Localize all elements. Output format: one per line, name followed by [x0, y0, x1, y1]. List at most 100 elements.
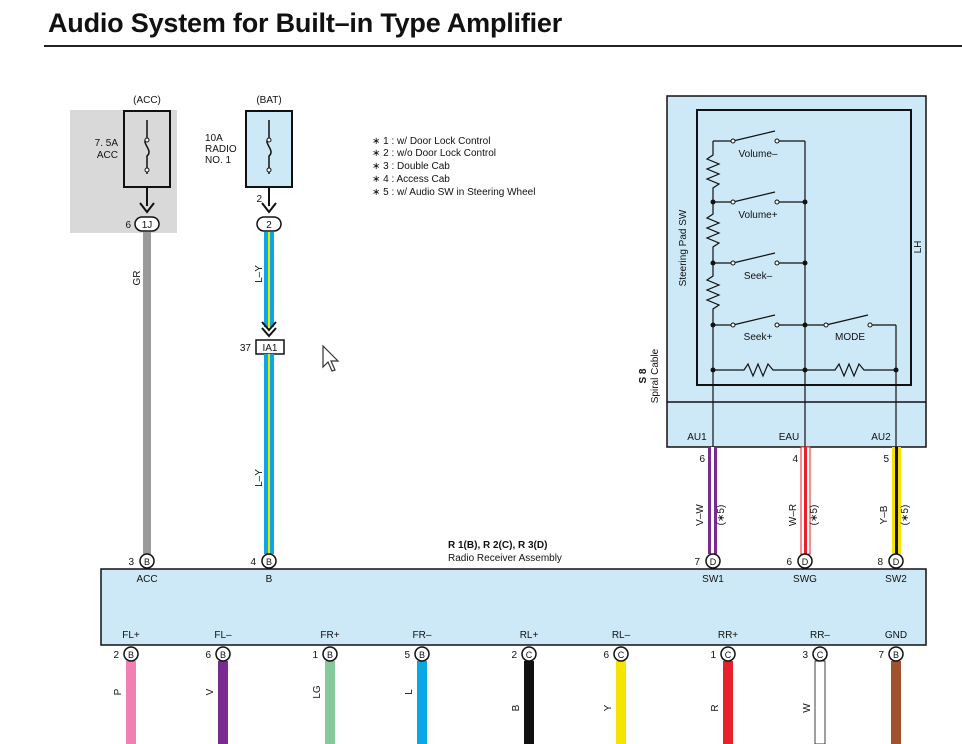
pin-label: B: [266, 574, 273, 585]
switch-contact-icon: [730, 322, 736, 328]
yb-wire-label: Y–B: [879, 505, 890, 524]
switch-network: [705, 130, 897, 447]
junction-dot-icon: [710, 322, 716, 328]
pin-num: 2: [113, 650, 119, 661]
ly-lower-label: L–Y: [254, 469, 265, 487]
pin-circle: [123, 646, 139, 662]
pin-circle: [261, 553, 277, 569]
pin-circle: [812, 646, 828, 662]
junction-dot-icon: [710, 199, 716, 205]
pin-label: FL–: [214, 630, 232, 641]
pin-conn: C: [618, 650, 625, 660]
radio-top-pins: B 3 ACC B 4 B D 7 SW1 D 6 SWG D 8 SW2: [128, 553, 907, 585]
acc-source-label: (ACC): [133, 95, 161, 106]
pin-conn: C: [526, 650, 533, 660]
bat-arrow-icon: [261, 202, 277, 214]
terminal-au2-label: AU2: [871, 432, 891, 443]
wire-w: [814, 660, 826, 744]
terminal-eau-pin: 4: [792, 454, 798, 465]
pin-num: 6: [205, 650, 211, 661]
junction-dot-icon: [710, 367, 716, 373]
speaker-pin: FL+ B 2 P: [113, 630, 140, 744]
pin-conn: B: [327, 650, 333, 660]
pin-conn: B: [419, 650, 425, 660]
pin-num: 7: [878, 650, 884, 661]
pin-label: RR–: [810, 630, 830, 641]
ia1-double-arrow-icon: [261, 321, 277, 338]
pin-conn: B: [144, 557, 150, 567]
lh-label: LH: [913, 241, 924, 254]
wire-b: [524, 661, 534, 744]
bat-fuse-name-1: 10A: [205, 133, 223, 144]
wire-r: [723, 661, 733, 744]
mouse-cursor-icon: [322, 345, 340, 372]
pin-circle: [414, 646, 430, 662]
wire-label: B: [511, 704, 522, 711]
switch-contact-icon: [730, 138, 736, 144]
wire-l: [417, 661, 427, 744]
pin-conn: B: [220, 650, 226, 660]
notes-list: ∗ 1 : w/ Door Lock Control ∗ 2 : w/o Doo…: [372, 136, 535, 198]
speaker-pin: FL– B 6 V: [205, 630, 232, 744]
bat-source-label: (BAT): [256, 95, 281, 106]
switch-volume-down-label: Volume–: [739, 149, 778, 160]
pin-conn: B: [266, 557, 272, 567]
pin-conn: B: [128, 650, 134, 660]
bat-fuse-pin: 2: [256, 194, 262, 205]
note-item: ∗ 2 : w/o Door Lock Control: [372, 148, 496, 159]
pin-conn: C: [817, 650, 824, 660]
vw-wire-label: V–W: [695, 504, 706, 526]
page-title: Audio System for Built–in Type Amplifier: [48, 8, 563, 38]
pin-label: RL–: [612, 630, 631, 641]
wire-br: [891, 661, 901, 744]
ground-pin: GND B 7: [878, 630, 907, 744]
pin-num: 1: [312, 650, 318, 661]
acc-fuse-name-1: 7. 5A: [95, 138, 119, 149]
pin-label: FR+: [320, 630, 339, 641]
pin-circle: [705, 553, 721, 569]
bat-fuse-name-2: RADIO: [205, 144, 237, 155]
wire-label: P: [113, 688, 124, 695]
switch-contact-icon: [774, 322, 780, 328]
wire-label: V: [205, 688, 216, 695]
junction-dot-icon: [802, 367, 808, 373]
wire-label: R: [710, 704, 721, 711]
spiral-cable-box: [666, 95, 927, 448]
acc-fuse-name-2: ACC: [97, 150, 118, 161]
bat-fuse-node-icon: [266, 167, 272, 173]
wire-label: W: [802, 703, 813, 713]
steering-pad-box: [696, 109, 912, 386]
bat-connector: [256, 216, 282, 232]
speaker-pin: FR– B 5 L: [404, 630, 432, 744]
bat-fuse-node-icon: [266, 137, 272, 143]
wire-label: LG: [312, 685, 323, 699]
spiral-ref: S 8: [638, 368, 649, 383]
acc-fuse-node-icon: [144, 167, 150, 173]
wire-label: Y: [603, 704, 614, 711]
note-item: ∗ 3 : Double Cab: [372, 161, 450, 172]
bat-connector-label: 2: [266, 220, 272, 231]
terminal-au1-label: AU1: [687, 432, 707, 443]
switch-seek-up-label: Seek+: [744, 332, 773, 343]
note-item: ∗ 1 : w/ Door Lock Control: [372, 136, 490, 147]
acc-fuse-node-icon: [144, 137, 150, 143]
pin-label: SW2: [885, 574, 907, 585]
ly-upper-label: L–Y: [254, 265, 265, 283]
gr-wire: [143, 232, 151, 554]
pin-num: 6: [786, 557, 792, 568]
note-item: ∗ 5 : w/ Audio SW in Steering Wheel: [372, 187, 535, 198]
radio-ref: R 1(B), R 2(C), R 3(D): [448, 540, 547, 551]
switch-contact-icon: [774, 199, 780, 205]
pin-label: SW1: [702, 574, 724, 585]
speaker-pin: RL+ C 2 B: [511, 630, 538, 744]
pin-label: FR–: [413, 630, 432, 641]
junction-dot-icon: [802, 260, 808, 266]
acc-arrow-icon: [139, 202, 155, 214]
switch-mode-label: MODE: [835, 332, 865, 343]
pin-label: FL+: [122, 630, 140, 641]
terminal-eau-label: EAU: [779, 432, 800, 443]
pin-circle: [215, 646, 231, 662]
wr-wire-note: (∗5): [809, 505, 820, 526]
pin-num: 4: [250, 557, 256, 568]
note-item: ∗ 4 : Access Cab: [372, 174, 450, 185]
